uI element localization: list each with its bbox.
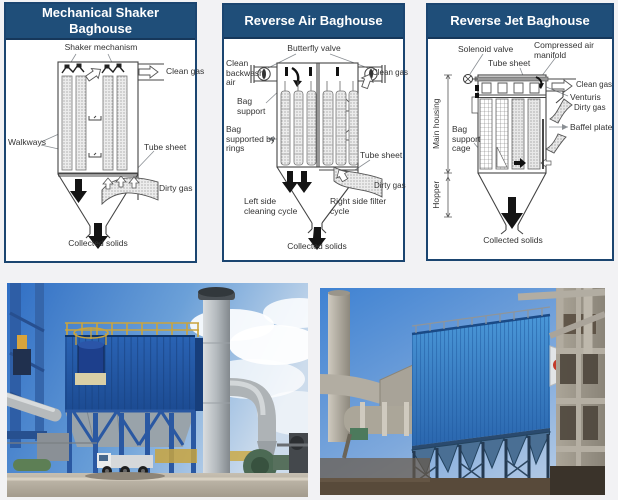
background-equipment bbox=[7, 433, 253, 471]
label-collected-solids: Collected solids bbox=[68, 238, 128, 248]
label-tube-sheet: Tube sheet bbox=[488, 58, 531, 68]
filter-bags bbox=[61, 75, 128, 171]
dirty-gas-arrows bbox=[336, 169, 349, 183]
walkway-marks bbox=[88, 115, 102, 158]
truck-shadow bbox=[85, 472, 165, 480]
panel-title-text: Mechanical Shaker Baghouse bbox=[41, 4, 160, 36]
photo-left-svg bbox=[7, 283, 308, 497]
venturis bbox=[481, 82, 540, 94]
label-baffel-plate: Baffel plate bbox=[570, 122, 613, 132]
label-tube-sheet: Tube sheet bbox=[144, 142, 187, 152]
bag-stems bbox=[284, 81, 354, 91]
label-left-side-cleaning-cycle: Left side cleaning cycle bbox=[244, 196, 298, 216]
dirty-gas-duct bbox=[549, 98, 573, 124]
label-bag-support-cage: Bag support cage bbox=[452, 124, 481, 154]
dirty-gas-up-arrows bbox=[102, 175, 140, 190]
panel-title-reverse-jet: Reverse Jet Baghouse bbox=[428, 5, 612, 39]
label-main-housing: Main housing bbox=[431, 98, 442, 150]
label-collected-solids: Collected solids bbox=[287, 241, 347, 251]
label-solenoid-valve: Solenoid valve bbox=[458, 44, 514, 54]
panel-reverse-jet: Reverse Jet Baghouse bbox=[426, 3, 614, 261]
label-dirty-gas: Dirty gas bbox=[159, 183, 193, 193]
tube-sheet-clamp bbox=[475, 93, 479, 98]
label-bag-support: Bag support bbox=[237, 96, 266, 116]
top-railing bbox=[411, 306, 551, 333]
panel-reverse-air: Reverse Air Baghouse bbox=[222, 3, 408, 262]
backwash-arrowhead bbox=[293, 80, 302, 87]
bag-top-discs bbox=[285, 67, 339, 76]
bag-flow-arrow bbox=[514, 158, 526, 168]
cleaning-fall-arrows bbox=[282, 171, 326, 250]
shaker-mechanisms bbox=[61, 63, 125, 74]
baghouse-box bbox=[411, 313, 551, 446]
photo-baghouse-right bbox=[320, 288, 605, 495]
photo-right-svg bbox=[320, 288, 605, 495]
diagram-reverse-jet: Solenoid valve Tube sheet Compressed air… bbox=[428, 39, 612, 257]
label-compressed-air-manifold: Compressed air manifold bbox=[534, 40, 594, 60]
panel-title-text: Reverse Jet Baghouse bbox=[450, 12, 590, 28]
diagram-reverse-air: Butterfly valve Clean backwash air Bag s… bbox=[224, 39, 408, 258]
dirty-gas-duct-lower bbox=[544, 133, 567, 154]
clean-gas-flow-arrows bbox=[85, 65, 159, 82]
label-clean-gas: Clean gas bbox=[576, 80, 613, 89]
photo-baghouse-left bbox=[7, 283, 308, 497]
solenoid-valve-symbol bbox=[463, 74, 479, 114]
collected-solids-arrow bbox=[501, 197, 523, 229]
label-dirty-gas: Dirty gas bbox=[374, 181, 406, 190]
filter-bags bbox=[280, 90, 359, 166]
label-shaker-mechanism: Shaker mechanism bbox=[64, 42, 138, 52]
label-venturis: Venturis bbox=[570, 92, 601, 102]
rings-leader-arrowhead bbox=[268, 136, 274, 142]
dimension-lines bbox=[444, 74, 452, 218]
label-bag-supported-by-rings: Bag supported by rings bbox=[226, 124, 276, 154]
exhaust-stack bbox=[198, 287, 235, 485]
panel-mechanical-shaker: Mechanical Shaker Baghouse bbox=[4, 2, 204, 263]
ground bbox=[320, 458, 605, 495]
baffle-leader-arrowhead bbox=[562, 124, 568, 130]
top-railing bbox=[65, 322, 199, 337]
diagram-mechanical-shaker: Shaker mechanism Clean gas Walkways Tube… bbox=[6, 40, 204, 259]
label-butterfly-valve: Butterfly valve bbox=[287, 43, 341, 53]
label-tube-sheet: Tube sheet bbox=[360, 150, 403, 160]
left-stack-top bbox=[328, 290, 350, 296]
label-clean-backwash-air: Clean backwash air bbox=[226, 58, 264, 88]
tube-sheet-plate bbox=[478, 94, 546, 98]
clean-gas-flow-arrow bbox=[551, 79, 573, 93]
label-collected-solids: Collected solids bbox=[483, 235, 543, 245]
reverse-jet-diagram-svg bbox=[444, 53, 576, 235]
panel-title-text: Reverse Air Baghouse bbox=[244, 12, 383, 28]
inlet-pipe-highlight bbox=[7, 393, 55, 412]
label-hopper: Hopper bbox=[431, 180, 442, 209]
solids-fall-arrows bbox=[70, 179, 108, 249]
label-right-side-filter-cycle: Right side filter cycle bbox=[330, 196, 387, 216]
support-legs bbox=[67, 411, 196, 481]
label-walkways: Walkways bbox=[8, 137, 46, 147]
mechanical-shaker-diagram-svg bbox=[40, 53, 164, 249]
left-stack bbox=[328, 292, 350, 442]
tube-sheet-plate bbox=[58, 172, 138, 177]
bag-cutaway bbox=[496, 146, 508, 168]
inlet-pipe bbox=[7, 392, 62, 422]
hopper-section bbox=[65, 409, 195, 448]
label-dirty-gas: Dirty gas bbox=[574, 103, 606, 112]
label-clean-gas: Clean gas bbox=[372, 68, 409, 77]
steel-tower bbox=[7, 283, 47, 448]
silo-tank bbox=[73, 327, 109, 385]
housing-outline bbox=[477, 74, 576, 235]
panel-title-mechanical-shaker: Mechanical Shaker Baghouse bbox=[6, 4, 195, 40]
dirty-gas-duct bbox=[333, 166, 383, 198]
label-clean-gas: Clean gas bbox=[166, 66, 205, 76]
panel-title-reverse-air: Reverse Air Baghouse bbox=[224, 5, 403, 39]
bag-ring-lines bbox=[281, 99, 358, 155]
reverse-air-diagram-svg bbox=[250, 53, 386, 250]
right-machinery bbox=[277, 433, 308, 473]
right-structure bbox=[517, 288, 605, 495]
